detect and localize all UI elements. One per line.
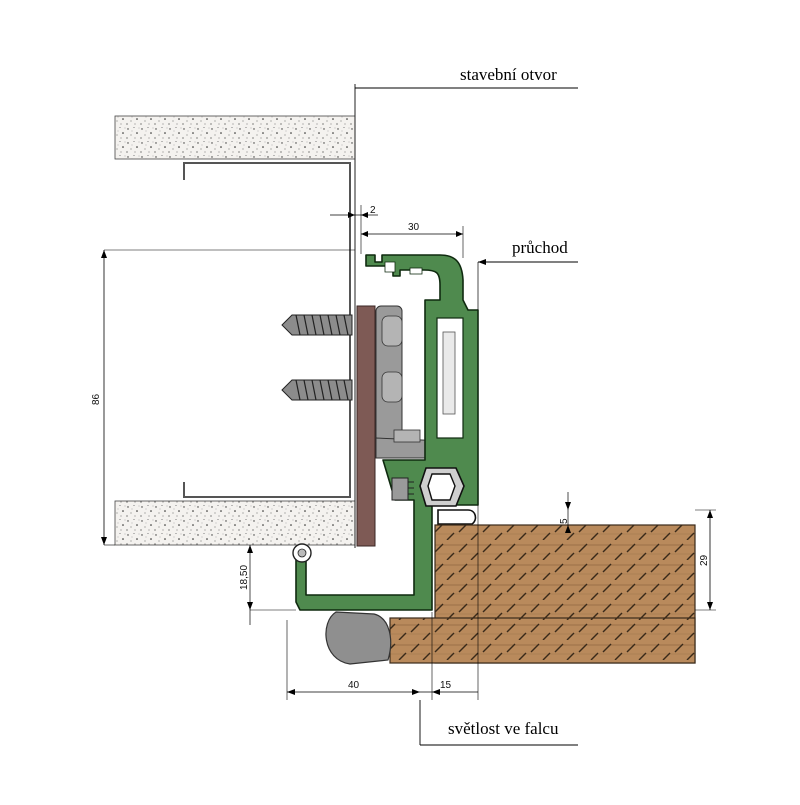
dim-overlap: 40 xyxy=(348,680,360,691)
wall-block-top xyxy=(115,116,355,159)
bottom-gasket xyxy=(326,612,391,664)
screw-upper xyxy=(282,315,352,335)
leaf-seal xyxy=(438,510,475,524)
latch-bolt xyxy=(392,478,408,500)
dim-leaf-gap: 5 xyxy=(559,518,570,524)
round-seal xyxy=(293,544,311,562)
dim-sill-offset: 18,50 xyxy=(239,565,250,590)
door-leaf-lower xyxy=(390,618,695,663)
dim-rebate: 15 xyxy=(440,680,452,691)
dim-gap: 2 xyxy=(370,205,376,216)
dim-leaf-thickness: 29 xyxy=(699,554,710,566)
label-building-opening: stavební otvor xyxy=(460,65,557,84)
screw-lower xyxy=(282,380,352,400)
label-rebate-clearance: světlost ve falcu xyxy=(448,719,559,738)
wall-block-bottom xyxy=(115,501,355,545)
brown-strip xyxy=(357,306,375,546)
label-passage: průchod xyxy=(512,238,568,257)
dim-frame-depth: 30 xyxy=(408,222,420,233)
dim-wall-height: 86 xyxy=(91,393,102,405)
